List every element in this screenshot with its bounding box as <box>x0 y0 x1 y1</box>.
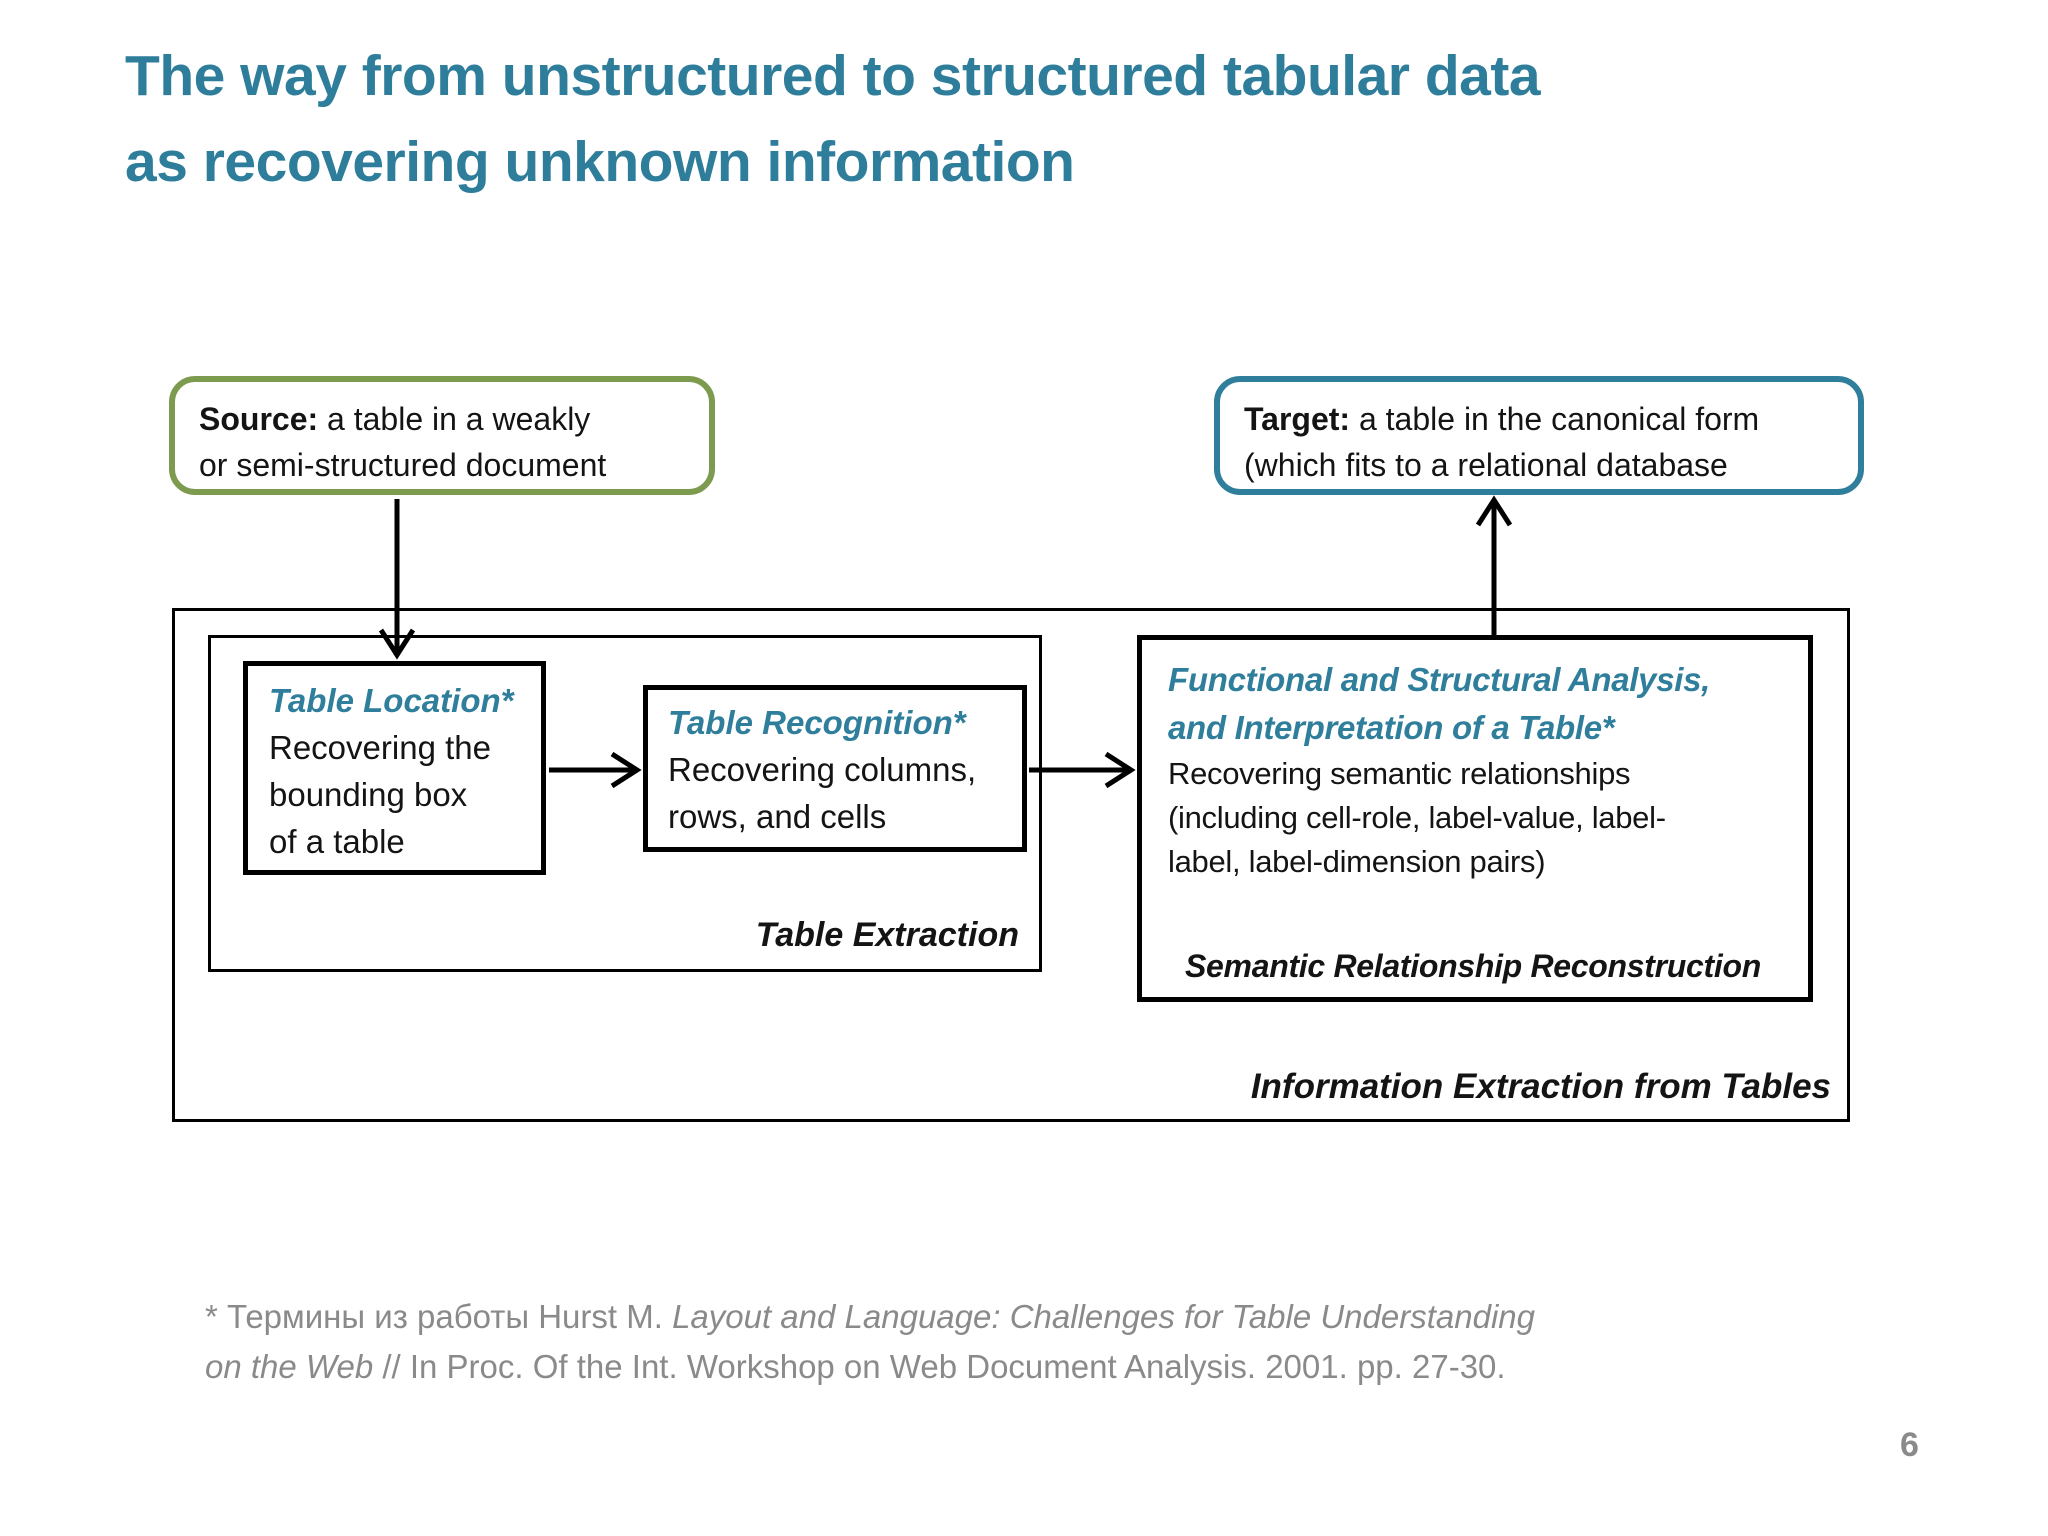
target-box-label: Target: <box>1244 401 1351 437</box>
semantic-title-line2: and Interpretation of a Table* <box>1168 708 1615 746</box>
table-recognition-title: Table Recognition* <box>668 704 966 741</box>
footnote-italic-1: Layout and Language: Challenges for Tabl… <box>672 1298 1535 1335</box>
table-location-title: Table Location* <box>269 682 514 719</box>
slide-title-line2: as recovering unknown information <box>125 129 1075 194</box>
target-box-text-line1: a table in the canonical form <box>1350 401 1760 437</box>
table-location-body-line3: of a table <box>269 822 405 860</box>
target-box-text-line2: (which fits to a relational database <box>1244 447 1728 484</box>
footnote-citation: * Термины из работы Hurst M. Layout and … <box>205 1292 1805 1392</box>
source-box: Source: a table in a weakly or semi-struc… <box>169 376 715 495</box>
information-extraction-label: Information Extraction from Tables <box>1250 1067 1831 1106</box>
semantic-body-line2: (including cell-role, label-value, label… <box>1168 799 1666 835</box>
page-number: 6 <box>1900 1426 1919 1464</box>
table-location-box: Table Location* Recovering the bounding b… <box>243 661 546 875</box>
table-location-body: Recovering the bounding box of a table <box>269 725 541 866</box>
semantic-body-line3: label, label-dimension pairs) <box>1168 843 1546 879</box>
semantic-relationship-label: Semantic Relationship Reconstruction <box>1185 948 1761 984</box>
table-recognition-body-line2: rows, and cells <box>668 797 887 835</box>
footnote-regular-2: // In Proc. Of the Int. Workshop on Web … <box>373 1348 1506 1386</box>
target-box: Target: a table in the canonical form (wh… <box>1214 376 1864 495</box>
semantic-body-line1: Recovering semantic relationships <box>1168 755 1631 791</box>
semantic-title-line1: Functional and Structural Analysis, <box>1168 661 1711 698</box>
table-location-body-line1: Recovering the <box>269 728 491 766</box>
source-box-text-line2: or semi-structured document <box>199 447 607 484</box>
source-box-text-line1: a table in a weakly <box>318 401 591 437</box>
information-extraction-from-tables-box: Information Extraction from Tables <box>172 608 1850 1122</box>
table-extraction-box: Table Extraction <box>208 635 1042 972</box>
table-extraction-label: Table Extraction <box>755 916 1019 954</box>
semantic-box-body: Recovering semantic relationships (includ… <box>1168 752 1808 884</box>
table-recognition-body-line1: Recovering columns, <box>668 750 977 788</box>
footnote-regular-1: * Термины из работы Hurst M. <box>205 1298 673 1335</box>
table-recognition-body: Recovering columns, rows, and cells <box>668 747 1022 841</box>
table-recognition-box: Table Recognition* Recovering columns, ro… <box>643 685 1027 852</box>
source-box-label: Source: <box>199 401 319 437</box>
semantic-box-title: Functional and Structural Analysis, and I… <box>1168 656 1808 752</box>
slide-title: The way from unstructured to structured … <box>125 34 1541 205</box>
semantic-relationship-box: Functional and Structural Analysis, and I… <box>1137 635 1813 1002</box>
slide-title-line1: The way from unstructured to structured … <box>125 44 1541 108</box>
table-location-body-line2: bounding box <box>269 775 468 813</box>
footnote-italic-2: on the Web <box>205 1348 374 1386</box>
